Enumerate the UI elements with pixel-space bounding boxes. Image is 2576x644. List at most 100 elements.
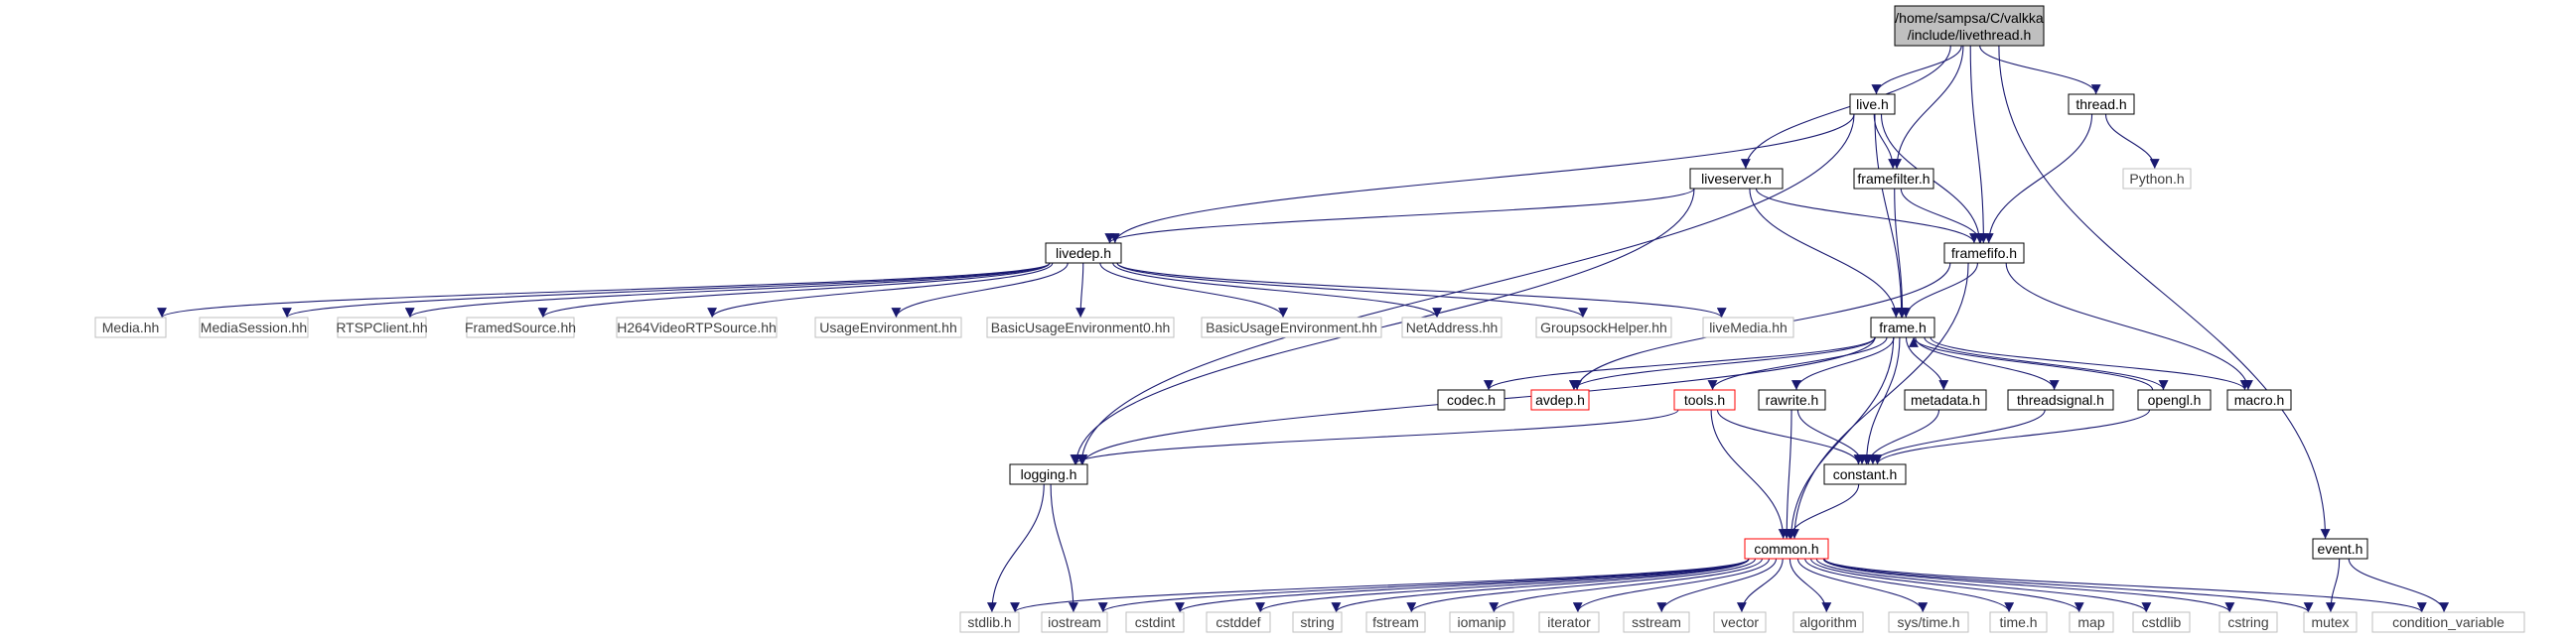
node-python[interactable]: Python.h — [2122, 168, 2192, 190]
node-label: liveMedia.hh — [1709, 320, 1788, 335]
node-h264[interactable]: H264VideoRTPSource.hh — [616, 317, 778, 338]
node-box — [1758, 389, 1826, 411]
node-time[interactable]: time.h — [1989, 611, 2048, 633]
node-logging[interactable]: logging.h — [1009, 463, 1088, 485]
node-systime[interactable]: sys/time.h — [1888, 611, 1969, 633]
node-livemedia[interactable]: liveMedia.hh — [1702, 317, 1794, 338]
node-constant[interactable]: constant.h — [1823, 463, 1907, 485]
node-cstdlib[interactable]: cstdlib — [2132, 611, 2191, 633]
node-livedep[interactable]: livedep.h — [1045, 242, 1122, 264]
edge-opengl-to-frame — [1909, 336, 2154, 391]
node-framedsource[interactable]: FramedSource.hh — [465, 317, 576, 338]
node-macro[interactable]: macro.h — [2226, 389, 2292, 411]
node-media[interactable]: Media.hh — [94, 317, 167, 338]
node-iterator[interactable]: iterator — [1538, 611, 1600, 633]
node-tools[interactable]: tools.h — [1673, 389, 1736, 411]
node-thread[interactable]: thread.h — [2068, 93, 2135, 115]
node-stdlib[interactable]: stdlib.h — [959, 611, 1020, 633]
node-label: stdlib.h — [967, 614, 1011, 630]
edge-rawrite-to-common — [1782, 409, 1792, 540]
node-label: event.h — [2318, 541, 2363, 557]
node-framefilter[interactable]: framefilter.h — [1853, 168, 1934, 190]
node-box — [1292, 611, 1343, 633]
node-common[interactable]: common.h — [1744, 538, 1829, 560]
node-cstddef[interactable]: cstddef — [1206, 611, 1271, 633]
node-box — [2371, 611, 2525, 633]
node-box — [2068, 93, 2135, 115]
node-label: time.h — [1999, 614, 2037, 630]
node-box — [1623, 611, 1690, 633]
node-algorithm[interactable]: algorithm — [1792, 611, 1864, 633]
node-rtspclient[interactable]: RTSPClient.hh — [336, 317, 428, 338]
node-label: frame.h — [1879, 320, 1926, 335]
node-box — [1201, 317, 1382, 338]
node-live[interactable]: live.h — [1849, 93, 1896, 115]
edge-liveserver-to-livedep — [1104, 188, 1695, 244]
node-groupsock[interactable]: GroupsockHelper.hh — [1535, 317, 1672, 338]
node-sstream[interactable]: sstream — [1623, 611, 1690, 633]
node-avdep[interactable]: avdep.h — [1530, 389, 1590, 411]
edge-framefilter-to-frame — [1894, 188, 1908, 319]
node-box — [1673, 389, 1736, 411]
node-iomanip[interactable]: iomanip — [1449, 611, 1514, 633]
node-label: live.h — [1856, 96, 1889, 112]
edge-live-to-frame — [1874, 113, 1907, 319]
node-basicusageenv[interactable]: BasicUsageEnvironment.hh — [1201, 317, 1382, 338]
node-frame[interactable]: frame.h — [1870, 317, 1935, 338]
edge-livedep-to-media — [157, 262, 1051, 319]
node-livethread[interactable]: /home/sampsa/C/valkka /include/livethrea… — [1894, 5, 2045, 47]
node-box — [1904, 389, 1987, 411]
node-event[interactable]: event.h — [2312, 538, 2368, 560]
node-label: logging.h — [1021, 466, 1077, 482]
node-mutex[interactable]: mutex — [2303, 611, 2358, 633]
node-framefifo[interactable]: framefifo.h — [1943, 242, 2025, 264]
node-condvar[interactable]: condition_variable — [2371, 611, 2525, 633]
edge-livethread-to-framefifo — [1969, 45, 1989, 244]
node-codec[interactable]: codec.h — [1437, 389, 1505, 411]
node-metadata[interactable]: metadata.h — [1904, 389, 1987, 411]
node-label: sys/time.h — [1897, 614, 1959, 630]
node-box — [1849, 93, 1896, 115]
node-liveserver[interactable]: liveserver.h — [1689, 168, 1784, 190]
node-box — [94, 317, 167, 338]
edge-tools-to-constant — [1716, 409, 1864, 465]
node-map[interactable]: map — [2069, 611, 2114, 633]
edge-live-to-livedep — [1109, 113, 1855, 244]
node-box — [2312, 538, 2368, 560]
node-cstring[interactable]: cstring — [2218, 611, 2278, 633]
node-usageenv[interactable]: UsageEnvironment.hh — [814, 317, 962, 338]
node-basicusageenv0[interactable]: BasicUsageEnvironment0.hh — [986, 317, 1175, 338]
node-netaddress[interactable]: NetAddress.hh — [1401, 317, 1503, 338]
node-opengl[interactable]: opengl.h — [2137, 389, 2212, 411]
node-threadsignal[interactable]: threadsignal.h — [2007, 389, 2114, 411]
node-string[interactable]: string — [1292, 611, 1343, 633]
node-box — [2122, 168, 2192, 190]
node-label: macro.h — [2234, 392, 2285, 408]
edge-common-to-cstddef — [1255, 558, 1750, 613]
node-cstdint[interactable]: cstdint — [1125, 611, 1185, 633]
node-mediasession[interactable]: MediaSession.hh — [199, 317, 309, 338]
edge-common-to-iomanip — [1489, 558, 1763, 613]
node-label: cstdlib — [2142, 614, 2182, 630]
node-fstream[interactable]: fstream — [1365, 611, 1426, 633]
node-iostream[interactable]: iostream — [1041, 611, 1108, 633]
node-label: iomanip — [1457, 614, 1505, 630]
edge-livedep-to-netaddress — [1112, 262, 1442, 319]
edge-metadata-to-constant — [1863, 409, 1940, 465]
node-label: metadata.h — [1911, 392, 1980, 408]
edge-livedep-to-usageenv — [891, 262, 1069, 319]
edge-common-to-sstream — [1656, 558, 1778, 613]
node-vector[interactable]: vector — [1713, 611, 1767, 633]
edge-common-to-cstring — [1822, 558, 2235, 613]
node-label: common.h — [1754, 541, 1818, 557]
node-box — [1206, 611, 1271, 633]
node-box — [1943, 242, 2025, 264]
node-rawrite[interactable]: rawrite.h — [1758, 389, 1826, 411]
edge-livedep-to-framedsource — [537, 262, 1051, 319]
node-box — [1989, 611, 2048, 633]
edge-livedep-to-livemedia — [1116, 262, 1727, 319]
edge-frame-to-constant — [1861, 336, 1901, 465]
node-box — [1041, 611, 1108, 633]
edge-frame-to-codec — [1484, 336, 1876, 391]
edge-common-to-mutex — [1823, 558, 2314, 613]
